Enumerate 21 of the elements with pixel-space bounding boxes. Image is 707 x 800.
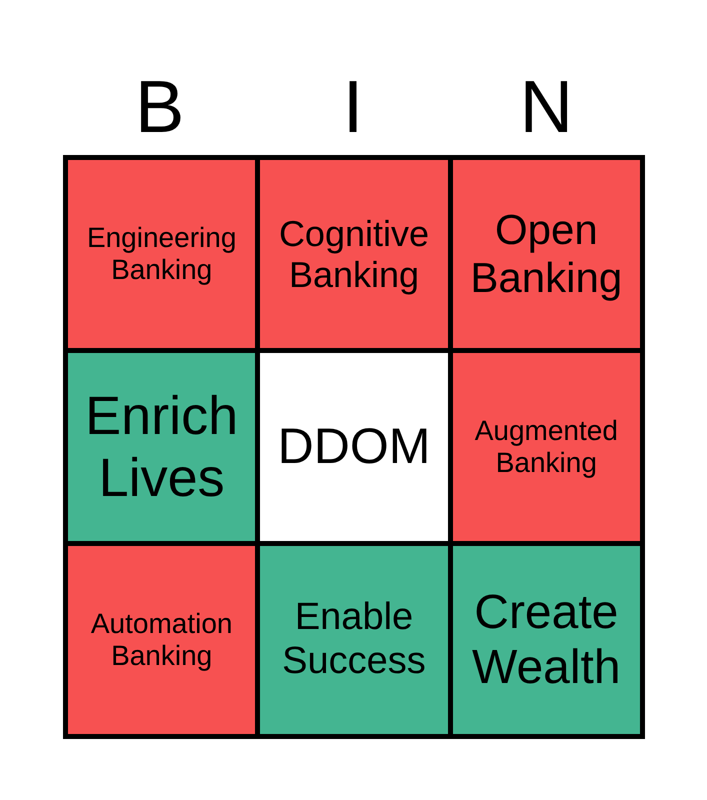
cell-text: Engineering Banking: [86, 222, 238, 286]
cell-text: Create Wealth: [471, 584, 622, 696]
bingo-cell: [260, 353, 448, 541]
cell-text: DDOM: [278, 418, 430, 476]
bingo-cell: [452, 546, 640, 734]
cell-text: Enrich Lives: [84, 384, 240, 510]
bingo-cell: [68, 353, 256, 541]
bingo-cell: [452, 353, 640, 541]
bingo-cell: [260, 160, 448, 348]
cell-text: Cognitive Banking: [278, 212, 430, 296]
bingo-cell: [68, 160, 256, 348]
column-letter: I: [342, 70, 364, 144]
cell-text: Augmented Banking: [474, 414, 619, 480]
column-letter: B: [134, 70, 184, 144]
bingo-cell: [260, 546, 448, 734]
bingo-cell: [452, 160, 640, 348]
cell-text: Open Banking: [469, 206, 624, 302]
bingo-cell: [68, 546, 256, 734]
cell-text: Automation Banking: [90, 608, 234, 672]
cell-text: Enable Success: [281, 596, 427, 684]
column-letter: N: [520, 70, 574, 144]
